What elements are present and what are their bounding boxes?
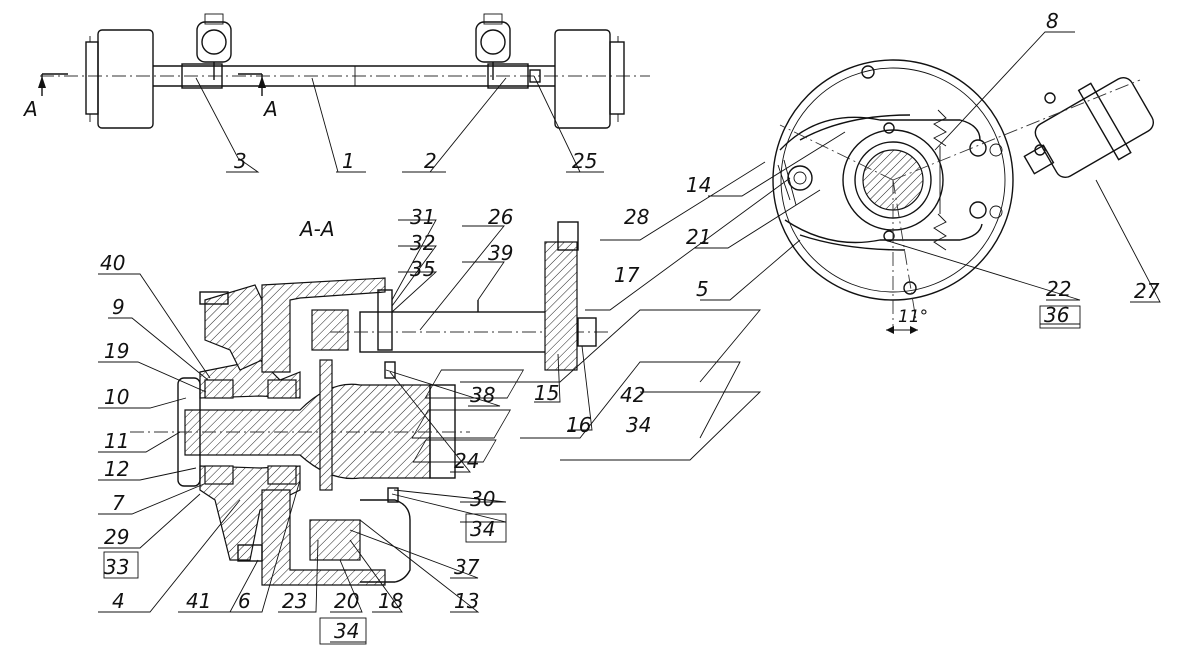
callout-19: 19 bbox=[104, 339, 129, 363]
callout-24: 24 bbox=[454, 449, 479, 473]
callout-27: 27 bbox=[1134, 279, 1160, 303]
axle-top-view bbox=[38, 13, 650, 173]
callout-17: 17 bbox=[614, 263, 640, 287]
callout-30: 30 bbox=[470, 487, 495, 511]
hub-section-view bbox=[98, 219, 610, 613]
callout-22: 22 bbox=[1046, 277, 1071, 301]
callout-16: 16 bbox=[566, 413, 591, 437]
callout-18: 18 bbox=[378, 589, 403, 613]
callout-40: 40 bbox=[100, 251, 125, 275]
callout-35: 35 bbox=[410, 257, 435, 281]
callout-37: 37 bbox=[454, 555, 480, 579]
callout-10: 10 bbox=[104, 385, 129, 409]
callout-14: 14 bbox=[686, 173, 711, 197]
section-marker-right: А bbox=[262, 97, 278, 121]
callout-2: 2 bbox=[424, 149, 437, 173]
callout-11: 11 bbox=[104, 429, 129, 453]
callout-12: 12 bbox=[104, 457, 129, 481]
callout-5: 5 bbox=[696, 277, 709, 301]
callout-3: 3 bbox=[234, 149, 247, 173]
callout-4: 4 bbox=[112, 589, 125, 613]
callout-32: 32 bbox=[410, 231, 435, 255]
callout-33: 33 bbox=[104, 555, 129, 579]
angle-label: 11° bbox=[898, 307, 928, 327]
callout-1: 1 bbox=[342, 149, 355, 173]
callout-9: 9 bbox=[112, 295, 125, 319]
callout-39: 39 bbox=[488, 241, 513, 265]
callout-29: 29 bbox=[104, 525, 129, 549]
callout-26: 26 bbox=[488, 205, 513, 229]
callout-8: 8 bbox=[1046, 9, 1059, 33]
callout-31: 31 bbox=[410, 205, 435, 229]
callout-15: 15 bbox=[534, 381, 559, 405]
callout-34a: 34 bbox=[626, 413, 651, 437]
brake-view bbox=[585, 31, 1161, 334]
callout-20: 20 bbox=[334, 589, 359, 613]
callout-rules bbox=[103, 171, 1081, 645]
callout-7: 7 bbox=[112, 491, 125, 515]
annotation-frames bbox=[411, 309, 762, 463]
callout-13: 13 bbox=[454, 589, 479, 613]
callout-6: 6 bbox=[238, 589, 251, 613]
callout-36: 36 bbox=[1044, 303, 1069, 327]
callout-21: 21 bbox=[686, 225, 711, 249]
callout-42: 42 bbox=[620, 383, 645, 407]
callout-41: 41 bbox=[186, 589, 211, 613]
callout-28: 28 bbox=[624, 205, 649, 229]
callout-38: 38 bbox=[470, 383, 495, 407]
section-marker-left: А bbox=[22, 97, 38, 121]
callout-34c: 34 bbox=[334, 619, 359, 643]
callout-25: 25 bbox=[572, 149, 597, 173]
section-title: А-А bbox=[298, 217, 335, 241]
callout-23: 23 bbox=[282, 589, 307, 613]
callout-34b: 34 bbox=[470, 517, 495, 541]
